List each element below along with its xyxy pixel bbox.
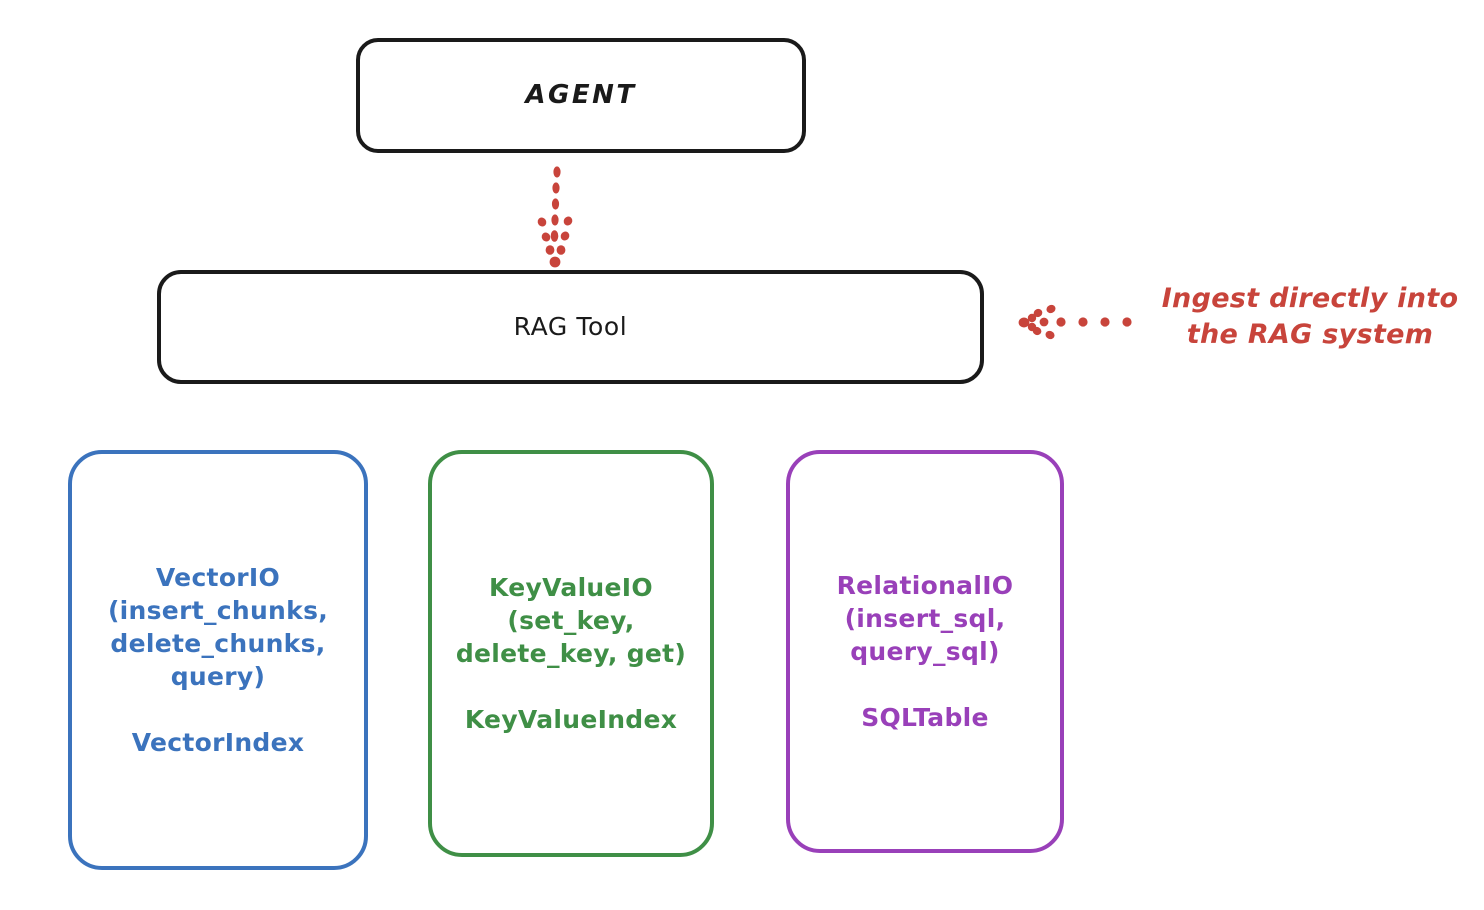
node-rag-tool[interactable]: RAG Tool [157, 270, 984, 384]
ingest-arrowhead [1018, 304, 1056, 340]
annotation-ingest-label: Ingest directly into the RAG system [1161, 283, 1459, 350]
node-key-value-io[interactable]: KeyValueIO (set_key, delete_key, get) Ke… [428, 450, 714, 857]
node-vector-io-label: VectorIO (insert_chunks, delete_chunks, … [107, 563, 329, 757]
node-relational-io[interactable]: RelationalIO (insert_sql, query_sql) SQL… [786, 450, 1064, 853]
node-key-value-io-label: KeyValueIO (set_key, delete_key, get) Ke… [455, 573, 687, 734]
node-agent-label: AGENT [525, 80, 637, 111]
dotted-arrow-shaft [550, 166, 561, 242]
node-relational-io-label: RelationalIO (insert_sql, query_sql) SQL… [836, 571, 1014, 732]
node-rag-tool-label: RAG Tool [513, 312, 628, 342]
ingest-arrow-shaft [1039, 317, 1132, 327]
node-agent[interactable]: AGENT [356, 38, 806, 153]
node-vector-io[interactable]: VectorIO (insert_chunks, delete_chunks, … [68, 450, 368, 870]
dotted-arrowhead [537, 216, 573, 268]
